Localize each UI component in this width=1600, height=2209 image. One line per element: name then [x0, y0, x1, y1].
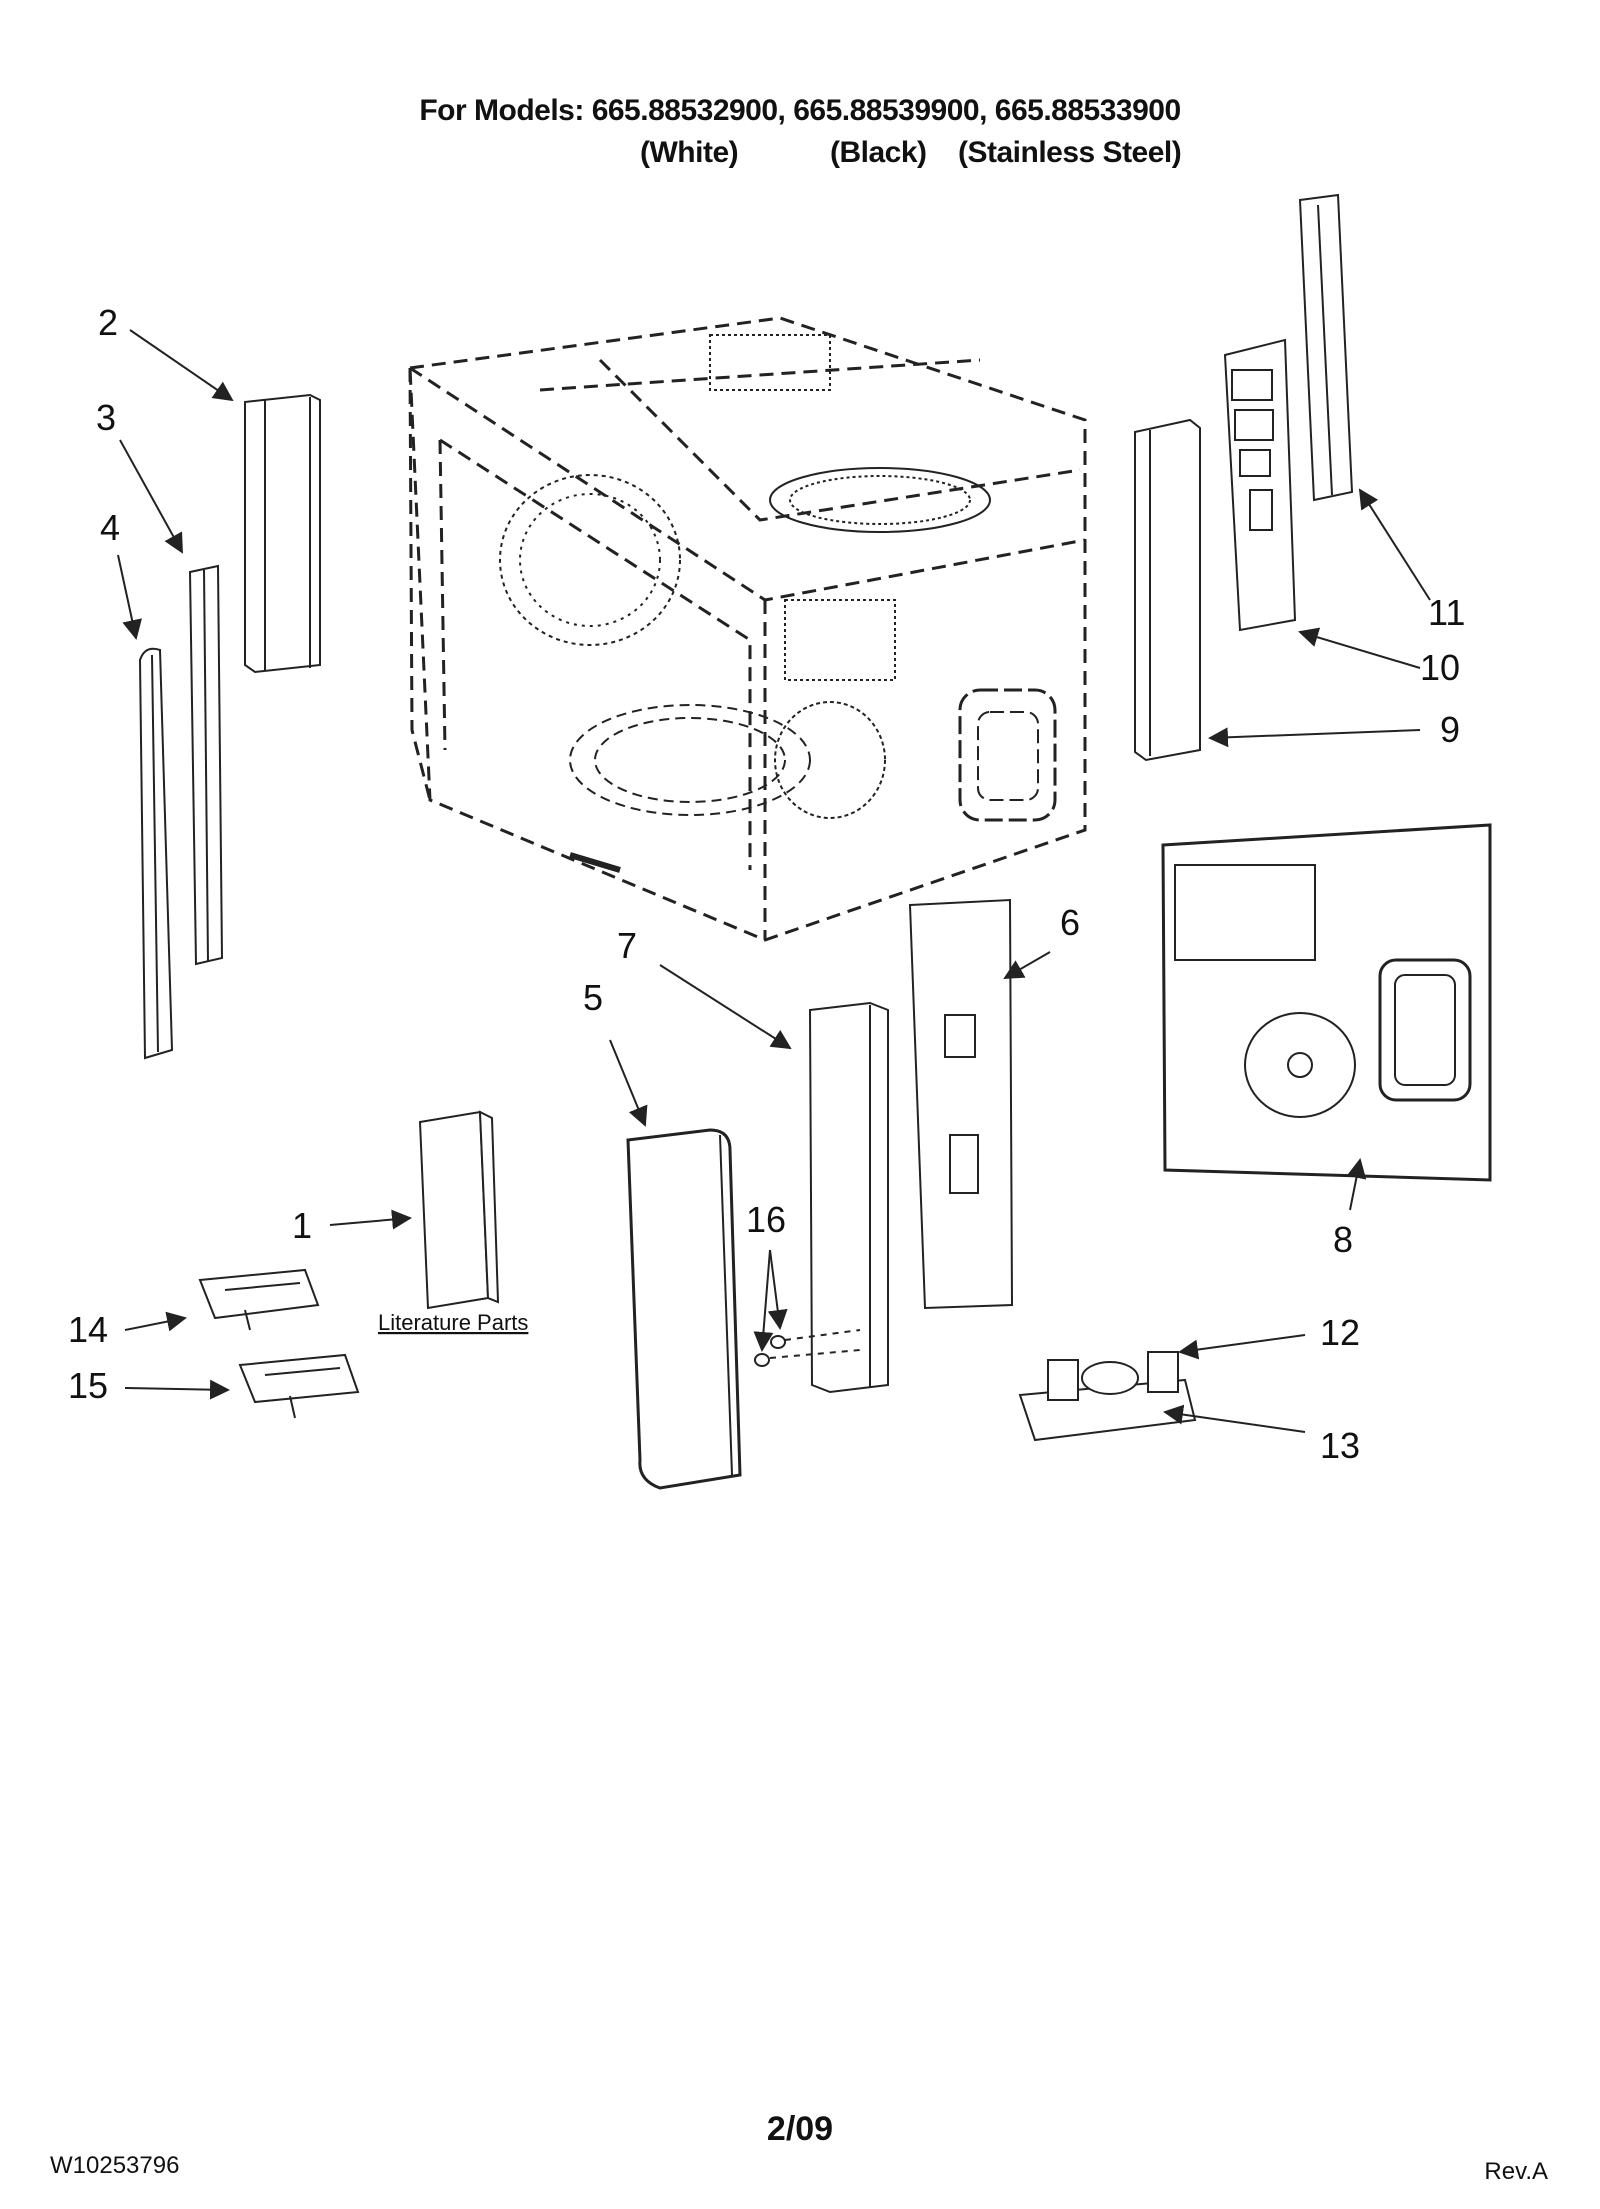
leader-lines	[117, 329, 1431, 1433]
part-11-panel	[1298, 193, 1354, 502]
footer-revision: Rev.A	[1484, 2158, 1548, 2185]
variant-white: (White)	[640, 136, 739, 169]
callout-14: 14	[68, 1309, 108, 1350]
part-6-panel	[908, 898, 1014, 1310]
callout-1: 1	[292, 1205, 312, 1246]
callout-5: 5	[583, 977, 603, 1018]
footer-date: 2/09	[766, 2110, 834, 2148]
part-14-clip	[198, 1268, 320, 1331]
callout-10: 10	[1420, 647, 1460, 688]
part-1-literature	[418, 1110, 500, 1310]
callout-8: 8	[1333, 1219, 1353, 1260]
part-8-back-panel	[1161, 823, 1492, 1182]
callout-7: 7	[617, 925, 637, 966]
callout-4: 4	[100, 507, 120, 548]
part-15-clip	[238, 1353, 360, 1419]
oven-cavity-outline	[408, 316, 1087, 942]
part-3-rail	[188, 564, 224, 966]
footer-doc-number: W10253796	[50, 2152, 180, 2179]
literature-parts-label: Literature Parts	[378, 1310, 528, 1335]
cavity-details	[499, 334, 1057, 873]
part-4-trim	[138, 647, 174, 1060]
callout-6: 6	[1060, 902, 1080, 943]
callout-9: 9	[1440, 709, 1460, 750]
models-header: For Models: 665.88532900, 665.88539900, …	[419, 94, 1181, 127]
callout-16: 16	[746, 1199, 786, 1240]
callout-13: 13	[1320, 1425, 1360, 1466]
part-5-front-trim	[626, 1128, 742, 1490]
callout-3: 3	[96, 397, 116, 438]
part-12-13-filter	[1018, 1351, 1197, 1442]
callout-12: 12	[1320, 1312, 1360, 1353]
variant-black: (Black)	[830, 136, 927, 169]
variant-stainless: (Stainless Steel)	[958, 136, 1182, 169]
callout-2: 2	[98, 302, 118, 343]
callout-15: 15	[68, 1365, 108, 1406]
part-9-bracket	[1134, 418, 1201, 762]
callout-numbers: 2 3 4 5 6 7 8 9 10 11 12 13 14 15 1 16 L…	[68, 302, 1465, 1466]
callout-11: 11	[1428, 592, 1465, 633]
part-10-control-board	[1223, 338, 1297, 632]
part-2-bracket	[244, 393, 321, 674]
part-7-bracket	[808, 1001, 889, 1394]
